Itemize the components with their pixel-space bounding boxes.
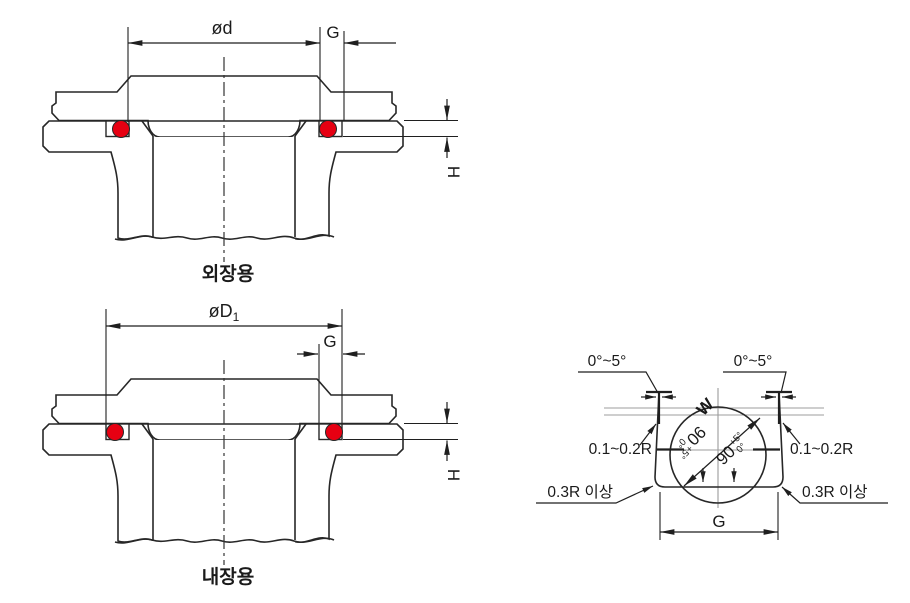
- dim-label-od1-sub: 1: [233, 310, 240, 324]
- flange-cross-section-internal: [42, 378, 404, 554]
- leader-arrow: [782, 422, 801, 445]
- o-ring: [112, 120, 130, 138]
- mouth-radius-label-left: 0.1~0.2R: [589, 441, 652, 458]
- wall-angle-label-left: 0°~5°: [588, 353, 627, 370]
- leader-line: [578, 371, 659, 394]
- dimension-line-w: [683, 417, 761, 487]
- caption-external: 외장용: [202, 263, 254, 285]
- groove-profile: [654, 391, 784, 488]
- dim-label-h: H: [444, 166, 463, 178]
- leader-line: [723, 371, 787, 394]
- bore-chamfer-left: [141, 120, 154, 137]
- leader-arrow: [536, 485, 654, 504]
- o-ring: [106, 423, 124, 441]
- bottom-radius-label-left: 0.3R 이상: [547, 483, 613, 501]
- groove-detail-view: W 90 +5° 0° 90 +5° 0° 0°~5° 0°~5° 0.1~0.…: [536, 353, 888, 540]
- external-view: ød G H 외장용: [112, 18, 463, 285]
- dim-label-g: G: [712, 512, 725, 531]
- leader-arrow: [639, 423, 657, 446]
- bore-chamfer-right: [294, 120, 307, 137]
- wall-angle-label-right: 0°~5°: [734, 353, 773, 370]
- dim-label-g: G: [323, 332, 336, 351]
- caption-internal: 내장용: [202, 566, 254, 588]
- internal-view: øD1 G H 내장용: [105, 301, 463, 588]
- dim-label-od1-main: øD: [209, 301, 233, 321]
- break-line: [114, 234, 335, 241]
- dim-label-h: H: [444, 469, 463, 481]
- dim-label-g: G: [326, 23, 339, 42]
- o-ring: [319, 120, 337, 138]
- flange-cross-section: [42, 75, 404, 250]
- o-ring: [325, 423, 343, 441]
- groove-angle-callout-left: 90 +5° 0°: [673, 422, 709, 461]
- bottom-radius-label-right: 0.3R 이상: [802, 483, 868, 501]
- oring-section-circle: [669, 406, 767, 504]
- dim-label-w: W: [693, 394, 718, 419]
- dim-label-od1: øD1: [209, 301, 240, 324]
- leader-arrow: [781, 486, 888, 504]
- mouth-radius-label-right: 0.1~0.2R: [790, 441, 853, 458]
- dim-label-od: ød: [211, 18, 232, 38]
